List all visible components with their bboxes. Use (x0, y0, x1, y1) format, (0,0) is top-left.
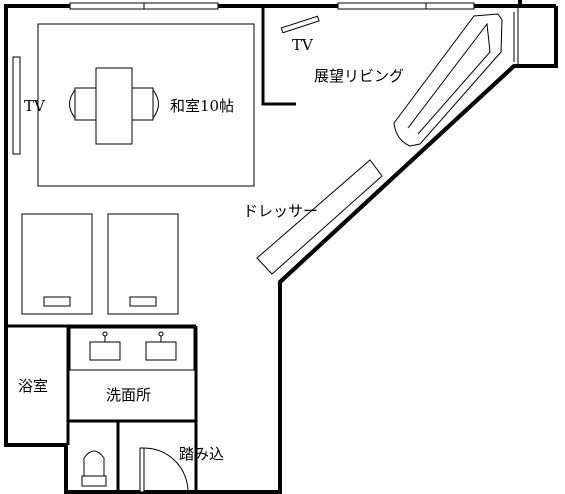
vanity-counter (69, 327, 195, 371)
cushion-left-back (69, 89, 76, 119)
faucet-left-head (102, 331, 108, 337)
room-label-dresser: ドレッサー (243, 202, 318, 220)
window-top-right (337, 2, 475, 10)
cushion-left (74, 87, 97, 121)
room-label-washitsu: 和室10帖 (170, 97, 234, 115)
toilet-tank (81, 475, 107, 487)
bed-right-pillow (129, 296, 157, 307)
entrance-door-swing (143, 447, 189, 493)
right-wall (514, 6, 558, 68)
bottom-wall (4, 6, 280, 494)
toilet-bowl (83, 450, 105, 477)
diagonal-wall (278, 64, 516, 492)
tv-label-top: TV (292, 36, 314, 54)
dresser (256, 159, 383, 275)
cushion-right (131, 87, 154, 121)
room-label-tenbou-living: 展望リビング (314, 67, 404, 85)
cushion-right-back (152, 89, 159, 119)
bed-left-pillow (43, 296, 71, 307)
living-partition (261, 6, 296, 106)
corner-window-frame (513, 8, 519, 66)
sink-left (89, 341, 121, 361)
sofa-seat (407, 22, 491, 135)
room-label-senmenjo: 洗面所 (106, 386, 151, 404)
tv-top (280, 15, 320, 34)
low-table (95, 67, 133, 145)
tv-left (12, 56, 21, 155)
room-label-fumikomi: 踏み込 (179, 445, 224, 463)
tatami-area (37, 23, 255, 187)
tv-label-left: TV (24, 97, 46, 115)
room-label-bath: 浴室 (18, 377, 48, 395)
faucet-right-head (158, 331, 164, 337)
sink-right (145, 341, 177, 361)
sofa (393, 13, 503, 147)
entrance-door (139, 447, 145, 493)
